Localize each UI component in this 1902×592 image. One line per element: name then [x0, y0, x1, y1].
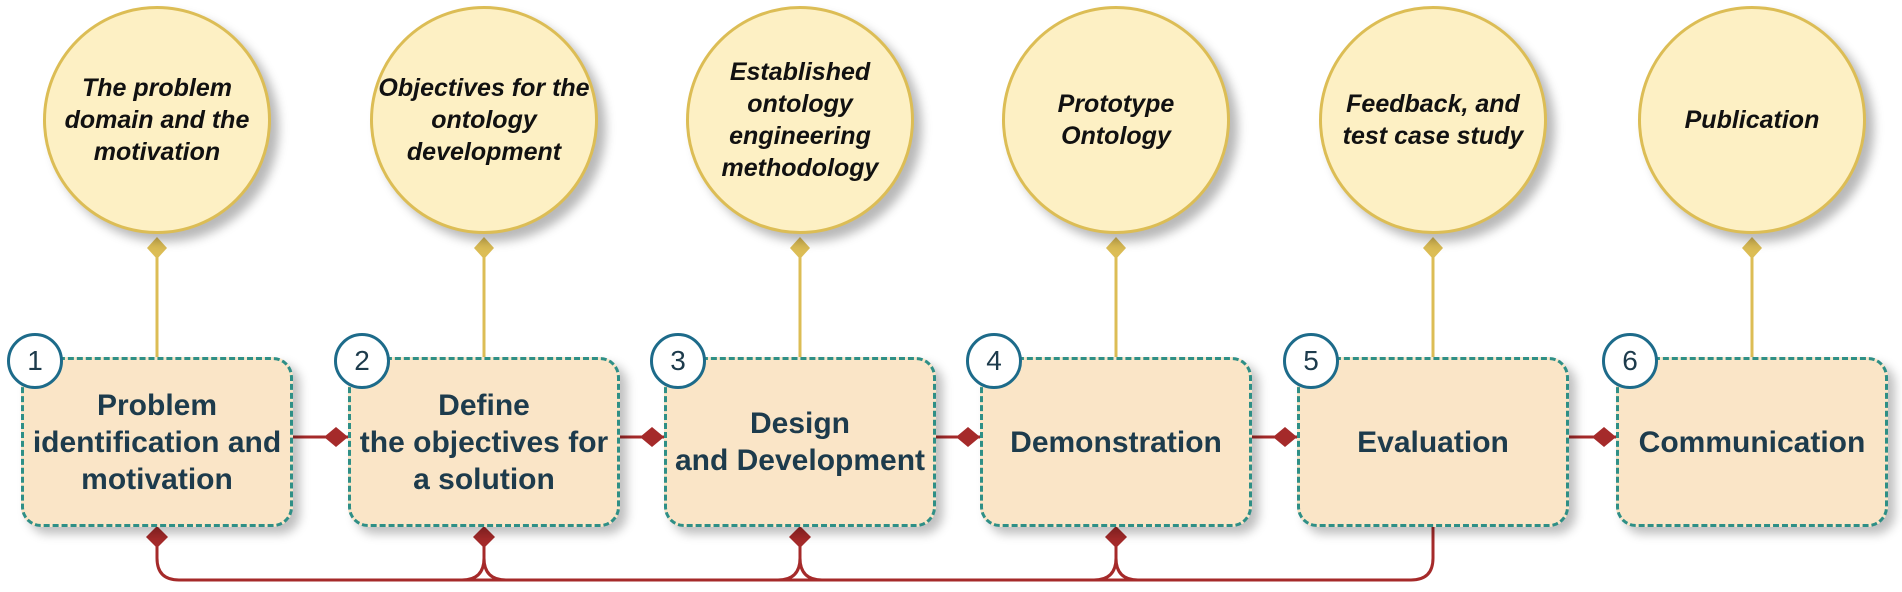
- feedback-connector-diamond: [146, 526, 168, 548]
- step-box-3: Design and Development: [664, 357, 936, 527]
- output-connector-diamond: [1423, 237, 1443, 259]
- output-circle-5: Feedback, and test case study: [1319, 6, 1547, 234]
- step-label: Problem identification and motivation: [32, 388, 282, 496]
- output-connector-diamond: [1742, 237, 1762, 259]
- step-box-2: Define the objectives for a solution: [348, 357, 620, 527]
- sequence-connector-diamond: [640, 427, 664, 447]
- sequence-connector-diamond: [1273, 427, 1297, 447]
- sequence-connector-diamond: [956, 427, 980, 447]
- feedback-branch-line: [461, 532, 507, 582]
- step-box-5: Evaluation: [1297, 357, 1569, 527]
- feedback-connector-diamond: [1105, 526, 1127, 548]
- output-circle-4: Prototype Ontology: [1002, 6, 1230, 234]
- output-text: Prototype Ontology: [1057, 90, 1175, 150]
- step-number-badge: 3: [650, 333, 706, 389]
- output-text: Established ontology engineering methodo…: [721, 58, 879, 182]
- output-text: Objectives for the ontology development: [378, 74, 590, 166]
- output-circle-2: Objectives for the ontology development: [370, 6, 598, 234]
- feedback-branch-line: [1093, 532, 1139, 582]
- output-circle-6: Publication: [1638, 6, 1866, 234]
- output-connector-diamond: [474, 237, 494, 259]
- step-number-badge: 4: [966, 333, 1022, 389]
- feedback-connector-diamond: [473, 526, 495, 548]
- output-text: The problem domain and the motivation: [64, 74, 250, 166]
- step-label: Define the objectives for a solution: [359, 388, 609, 496]
- sequence-connector-diamond: [324, 427, 348, 447]
- output-connector-diamond: [147, 237, 167, 259]
- step-label: Design and Development: [674, 407, 926, 477]
- output-circle-3: Established ontology engineering methodo…: [686, 6, 914, 234]
- output-connector-diamond: [1106, 237, 1126, 259]
- step-box-4: Demonstration: [980, 357, 1252, 527]
- feedback-branch-line: [777, 532, 823, 582]
- step-box-1: Problem identification and motivation: [21, 357, 293, 527]
- sequence-connector-diamond: [1592, 427, 1616, 447]
- step-number-badge: 1: [7, 333, 63, 389]
- step-label: Communication: [1638, 425, 1866, 459]
- output-text: Feedback, and test case study: [1342, 90, 1524, 150]
- output-text: Publication: [1684, 106, 1820, 134]
- step-number-badge: 6: [1602, 333, 1658, 389]
- output-connector-diamond: [790, 237, 810, 259]
- feedback-connector-line: [155, 527, 1435, 582]
- step-label: Evaluation: [1357, 425, 1509, 459]
- step-number-badge: 2: [334, 333, 390, 389]
- output-circle-1: The problem domain and the motivation: [43, 6, 271, 234]
- feedback-connector-diamond: [789, 526, 811, 548]
- step-number-badge: 5: [1283, 333, 1339, 389]
- step-label: Demonstration: [1010, 425, 1222, 459]
- step-box-6: Communication: [1616, 357, 1888, 527]
